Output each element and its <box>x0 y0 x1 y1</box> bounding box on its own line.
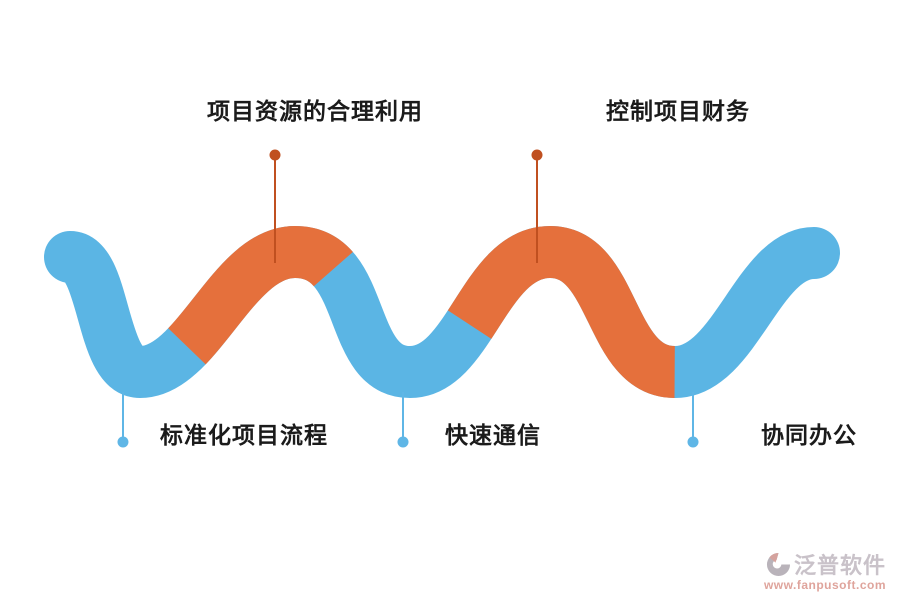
callout-dot <box>397 436 409 448</box>
watermark: 泛普软件 www.fanpusoft.com <box>764 548 886 592</box>
callout-top-2 <box>531 149 543 263</box>
callout-top-1 <box>269 149 281 263</box>
label-resource-utilization: 项目资源的合理利用 <box>207 98 423 124</box>
callout-bottom-2 <box>397 392 409 448</box>
ribbon-blue-path <box>44 225 840 399</box>
callout-dot <box>531 149 543 161</box>
ribbon-orange-path <box>61 225 818 399</box>
label-standardized-process: 标准化项目流程 <box>160 422 328 448</box>
label-project-finance-control: 控制项目财务 <box>606 98 750 124</box>
callout-dot <box>117 436 129 448</box>
callout-dot <box>687 436 699 448</box>
fanpu-logo-icon <box>766 552 791 576</box>
label-collaborative-office: 协同办公 <box>761 422 857 448</box>
watermark-brand: 泛普软件 <box>793 553 886 578</box>
callout-bottom-3 <box>687 392 699 448</box>
watermark-url: www.fanpusoft.com <box>763 578 886 592</box>
callout-bottom-1 <box>117 392 129 448</box>
callout-dot <box>269 149 281 161</box>
label-fast-communication: 快速通信 <box>445 422 541 448</box>
